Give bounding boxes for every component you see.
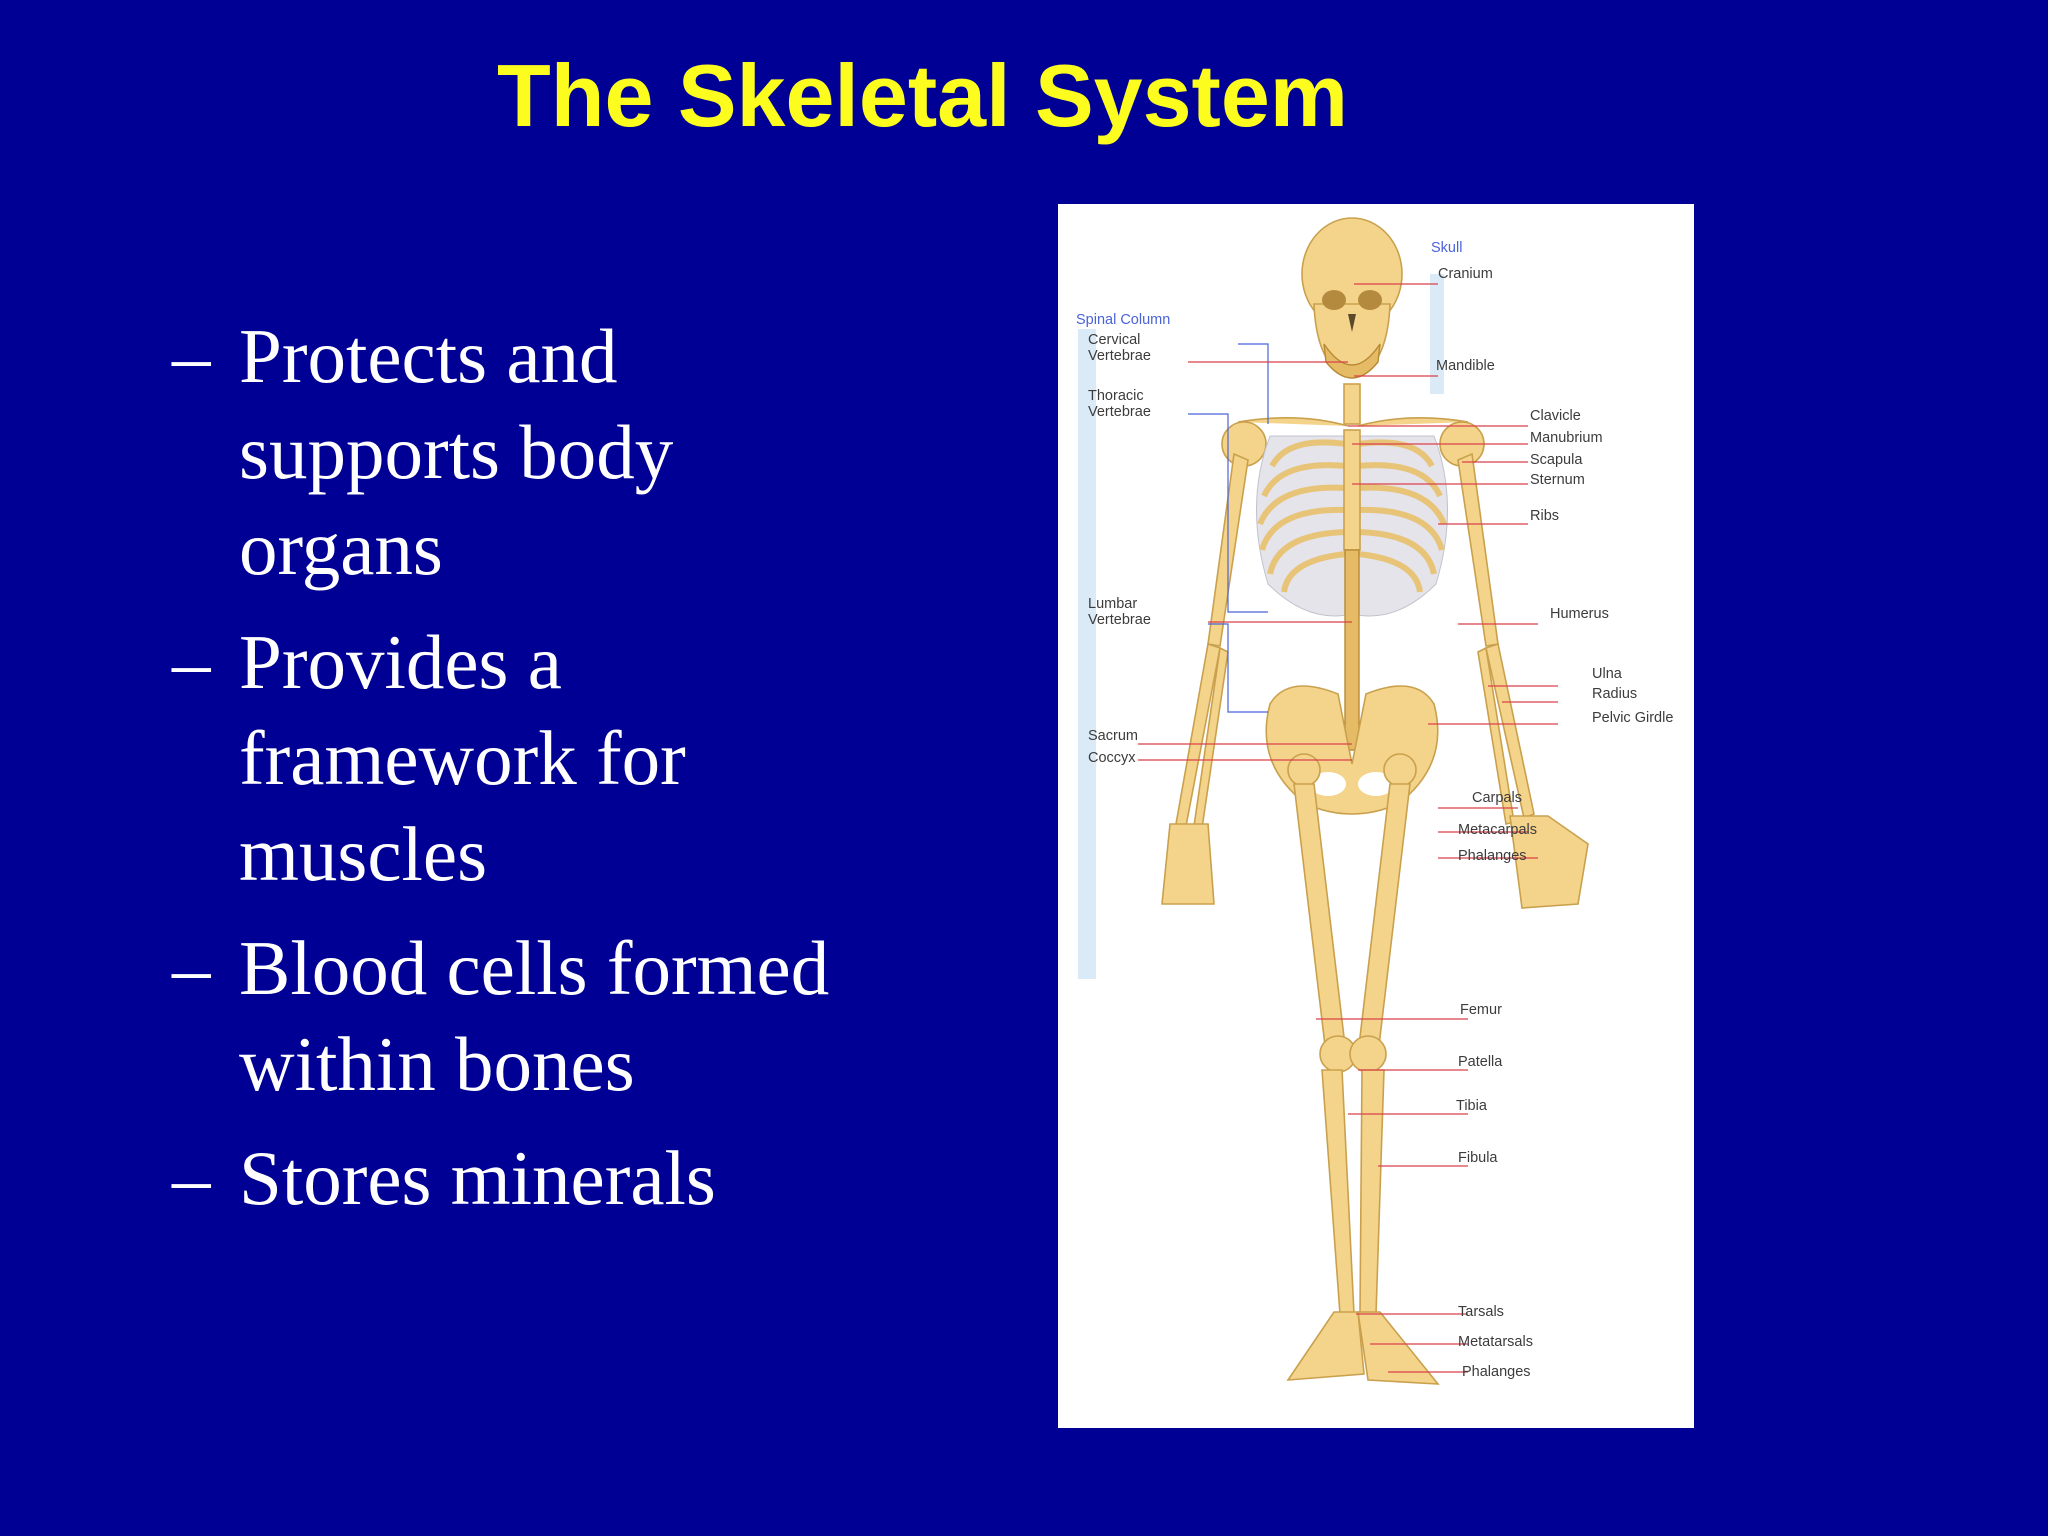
label-skull: Skull <box>1431 240 1462 256</box>
ribs-group <box>1257 439 1447 593</box>
eye-socket <box>1322 290 1346 310</box>
slide-title: The Skeletal System <box>496 46 1349 145</box>
spine-bracket <box>1238 343 1269 424</box>
label-thoracic-vertebrae: Vertebrae <box>1088 404 1151 420</box>
skeleton-figure <box>1161 217 1589 1385</box>
bullet-item: – Stores minerals <box>172 1130 872 1226</box>
hip-joint-left <box>1287 753 1321 787</box>
skeleton-illustration: Skull Cranium Mandible Spinal Column Cer… <box>1076 217 1673 1385</box>
label-thoracic: Thoracic <box>1088 388 1144 404</box>
label-cervical-vertebrae: Vertebrae <box>1088 348 1151 364</box>
bullet-text: Provides a framework for muscles <box>239 619 686 897</box>
bullet-list: – Protects and supports body organs – Pr… <box>172 308 872 1244</box>
label-metacarpals: Metacarpals <box>1458 822 1537 838</box>
label-sternum: Sternum <box>1530 472 1585 488</box>
label-cranium: Cranium <box>1438 266 1493 282</box>
cervical-bone <box>1343 383 1361 425</box>
label-lumbar: Lumbar <box>1088 596 1137 612</box>
label-tibia: Tibia <box>1456 1098 1488 1114</box>
clavicle-left <box>1237 417 1349 427</box>
label-mandible: Mandible <box>1436 358 1495 374</box>
knee-right <box>1349 1035 1387 1073</box>
label-cervical: Cervical <box>1088 332 1140 348</box>
label-spinal-column: Spinal Column <box>1076 312 1170 328</box>
nasal-cavity <box>1348 314 1356 332</box>
bullet-dash: – <box>172 619 211 705</box>
label-lumbar-vertebrae: Vertebrae <box>1088 612 1151 628</box>
bullet-item: – Protects and supports body organs <box>172 308 872 596</box>
label-sacrum: Sacrum <box>1088 728 1138 744</box>
clavicle-right <box>1357 417 1469 427</box>
forearm-right-2 <box>1477 646 1515 825</box>
label-ribs: Ribs <box>1530 508 1559 524</box>
bullet-text: Stores minerals <box>239 1135 716 1221</box>
label-femur: Femur <box>1460 1002 1502 1018</box>
bullet-text: Blood cells formed within bones <box>239 925 830 1107</box>
thoracic-bracket <box>1188 413 1268 613</box>
label-phalanges-foot: Phalanges <box>1462 1364 1531 1380</box>
label-manubrium: Manubrium <box>1530 430 1603 446</box>
label-coccyx: Coccyx <box>1088 750 1136 766</box>
label-phalanges-hand: Phalanges <box>1458 848 1527 864</box>
femur-right <box>1357 783 1411 1055</box>
hand-right <box>1509 815 1589 909</box>
label-humerus: Humerus <box>1550 606 1609 622</box>
sternum-bone <box>1343 429 1361 551</box>
label-patella: Patella <box>1458 1054 1503 1070</box>
femur-left <box>1293 783 1347 1055</box>
label-ulna: Ulna <box>1592 666 1623 682</box>
leader-lines <box>1138 283 1558 1373</box>
bullet-item: – Blood cells formed within bones <box>172 920 872 1112</box>
eye-socket <box>1358 290 1382 310</box>
tibia-right <box>1359 1069 1385 1315</box>
bullet-text: Protects and supports body organs <box>239 313 674 591</box>
label-scapula: Scapula <box>1530 452 1583 468</box>
label-clavicle: Clavicle <box>1530 408 1581 424</box>
obturator-right <box>1358 772 1394 796</box>
foot-left <box>1286 1311 1365 1381</box>
hand-left <box>1161 823 1215 905</box>
lumbar-spine <box>1344 549 1360 751</box>
foot-right <box>1357 1311 1440 1385</box>
obturator-left <box>1310 772 1346 796</box>
label-carpals: Carpals <box>1472 790 1522 806</box>
humerus-right <box>1457 452 1499 647</box>
skeleton-diagram: Skull Cranium Mandible Spinal Column Cer… <box>1058 204 1694 1428</box>
bullet-dash: – <box>172 1135 211 1221</box>
bullet-dash: – <box>172 313 211 399</box>
bullet-item: – Provides a framework for muscles <box>172 614 872 902</box>
tibia-left <box>1321 1069 1355 1315</box>
label-tarsals: Tarsals <box>1458 1304 1504 1320</box>
spine-band <box>1078 329 1096 979</box>
label-pelvic-girdle: Pelvic Girdle <box>1592 710 1673 726</box>
label-radius: Radius <box>1592 686 1637 702</box>
lumbar-bracket <box>1208 623 1268 713</box>
label-fibula: Fibula <box>1458 1150 1498 1166</box>
label-metatarsals: Metatarsals <box>1458 1334 1533 1350</box>
bullet-dash: – <box>172 925 211 1011</box>
hip-joint-right <box>1383 753 1417 787</box>
skull-band <box>1430 274 1444 394</box>
